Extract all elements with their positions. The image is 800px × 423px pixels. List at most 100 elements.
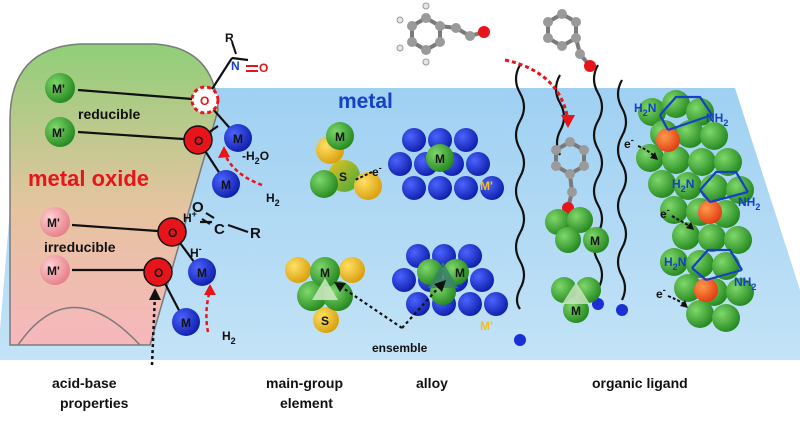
metal-oxide-label: metal oxide — [28, 166, 149, 191]
oxygen-atom — [183, 125, 213, 155]
ensemble-label: ensemble — [372, 341, 428, 355]
element-label: element — [280, 395, 333, 411]
atom-label: S — [321, 314, 329, 328]
alloy-bottom-cluster — [392, 244, 508, 316]
atom-label: M — [197, 266, 207, 280]
metal-atom — [224, 124, 252, 152]
atom-label: M — [233, 132, 243, 146]
atom-label: M — [435, 152, 445, 166]
minus-h2o-label: -H2O — [242, 149, 269, 166]
atom-label: M' — [52, 126, 65, 140]
atom-label: M — [590, 234, 600, 248]
h2-label: H2 — [266, 191, 280, 208]
arrow-heads — [650, 152, 694, 308]
metal-atom — [172, 308, 200, 336]
atom-label: O — [192, 199, 204, 216]
m-prime-atom — [40, 207, 70, 237]
electron-arrow — [354, 171, 373, 181]
h2n-label: H2N — [672, 177, 694, 194]
metal-atom — [354, 172, 382, 200]
nh2-label: NH2 — [706, 111, 728, 128]
adsorbed-molecule-middle — [551, 137, 589, 214]
electron-label: e- — [624, 135, 634, 151]
arrow-head — [218, 146, 230, 158]
ligand-anchors — [514, 298, 628, 346]
m-prime-atom — [40, 255, 70, 285]
region-labels: metal oxide metal reducible irreducible … — [28, 90, 688, 411]
h2n-label: H2N — [634, 101, 656, 118]
arrow-head — [149, 288, 161, 300]
atom-label: M — [181, 316, 191, 330]
h2-label: H2 — [222, 329, 236, 346]
electron-label: e- — [372, 163, 382, 179]
atom-label: O — [200, 94, 209, 108]
amine-labels: H2N NH2 H2N NH2 H2N NH2 — [634, 101, 760, 292]
atom-label: M — [455, 266, 465, 280]
atom-label: O — [194, 134, 203, 148]
nh2-label: NH2 — [738, 195, 760, 212]
h-plus-label: H+ — [183, 209, 197, 225]
sulfur-atom — [313, 307, 339, 333]
charge-labels: H+ H- -H2O H2 H2 e- e- e- e- — [183, 135, 670, 346]
amine-ligand-bonds — [659, 95, 749, 282]
atom-label: O — [259, 61, 268, 75]
m-prime-atom — [45, 73, 75, 103]
atom-label: M' — [52, 82, 65, 96]
oxygen-atom — [157, 217, 187, 247]
h2n-label: H2N — [664, 255, 686, 272]
h2-flow-arrow — [222, 151, 263, 187]
atom-label: M' — [47, 264, 60, 278]
atom-label: M' — [480, 179, 493, 193]
atom-label: C — [214, 221, 225, 238]
electron-label: e- — [656, 285, 666, 301]
oxide-arc-decoration — [17, 306, 141, 346]
oxygen-vacancy-atom — [190, 85, 220, 115]
metal-atom — [310, 170, 338, 198]
nh2-label: NH2 — [734, 275, 756, 292]
atom-labels: M' M' M' M' O O O O M M M M N O R O C R … — [47, 31, 600, 333]
ligand-channel-cluster-2 — [551, 277, 601, 323]
cinnamaldehyde-molecule — [396, 2, 490, 66]
ligand-channel-cluster-1 — [545, 207, 609, 253]
atom-label: M — [571, 304, 581, 318]
atom-label: S — [339, 170, 347, 184]
carbonyl-double-bond — [201, 212, 215, 225]
atom-label: M — [221, 178, 231, 192]
atom-label: R — [225, 31, 234, 45]
metal-atom — [188, 258, 216, 286]
nitroso-double-bond — [246, 65, 258, 72]
arrow-head — [204, 284, 216, 295]
alloy-label: alloy — [416, 375, 448, 391]
ensemble-pointer — [339, 285, 403, 329]
metal-atom — [310, 257, 340, 287]
metal-atom — [212, 170, 240, 198]
atom-label: M — [335, 130, 345, 144]
electron-label: e- — [660, 205, 670, 221]
organic-ligand-label: organic ligand — [592, 375, 688, 391]
acid-base-label: acid-base — [52, 375, 117, 391]
atom-label: R — [250, 225, 261, 242]
ensemble-triangle — [312, 278, 338, 300]
sulfur-atom — [339, 257, 365, 283]
atom-label: O — [168, 226, 177, 240]
atom-label: N — [231, 59, 240, 73]
metal-atom — [326, 122, 354, 150]
metal-label: metal — [338, 90, 393, 113]
atom-label: M' — [47, 216, 60, 230]
reducible-label: reducible — [78, 106, 140, 122]
h-minus-label: H- — [190, 244, 202, 260]
irreducible-label: irreducible — [44, 239, 116, 255]
main-group-label: main-group — [266, 375, 343, 391]
atom-label: M — [320, 266, 330, 280]
arrow-head — [334, 282, 346, 292]
atom-label: O — [154, 266, 163, 280]
arrow-head — [434, 280, 446, 292]
oxygen-atom — [143, 257, 173, 287]
atom-label: M' — [480, 319, 493, 333]
properties-label: properties — [60, 395, 129, 411]
adsorption-arrow — [504, 58, 570, 121]
alloy-top-cluster — [388, 128, 504, 200]
adsorbed-molecule-top — [543, 9, 596, 72]
r-n-bond — [231, 41, 237, 55]
